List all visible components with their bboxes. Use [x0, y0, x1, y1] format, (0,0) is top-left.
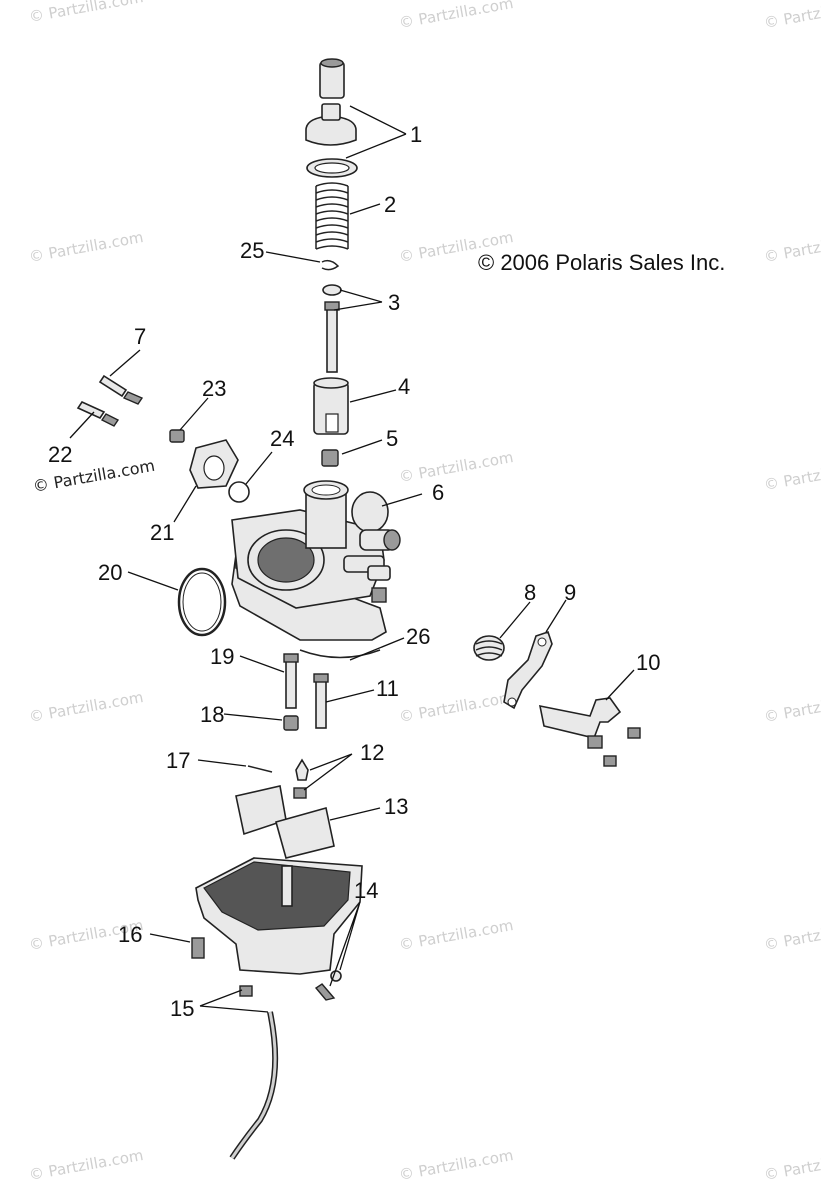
watermark: © Partzilla.com [28, 0, 145, 26]
callout-14: 14 [354, 878, 378, 903]
watermark: © Partzilla.com [398, 1146, 515, 1184]
callout-numbers: 1 2 3 4 5 6 7 8 9 10 11 12 13 14 15 16 1… [48, 122, 660, 1021]
part-9-throttle-lever [503, 630, 553, 710]
part-16-float-bowl [191, 857, 363, 975]
callout-9: 9 [564, 580, 576, 605]
callout-13: 13 [384, 794, 408, 819]
part-13-float [235, 785, 335, 859]
part-22-pilot-screw [76, 400, 120, 427]
watermarks: © Partzilla.com © Partzilla.com © Partzi… [28, 0, 821, 1184]
watermark: © Partzilla.com [398, 688, 515, 726]
watermark: © Partzilla.com [763, 0, 821, 32]
part-15-drain-hose [229, 985, 279, 1160]
watermark: © Partzilla.com [763, 228, 821, 266]
callout-2: 2 [384, 192, 396, 217]
part-14-drain-screw [314, 970, 342, 1001]
part-23-screw [169, 429, 185, 443]
watermark: © Partzilla.com [763, 1146, 821, 1184]
callout-3: 3 [388, 290, 400, 315]
watermark: © Partzilla.com [398, 916, 515, 954]
part-19-screw [283, 653, 299, 709]
part-5-jet [321, 449, 339, 467]
part-18-jet [283, 715, 299, 731]
watermark: © Partzilla.com [28, 688, 145, 726]
callout-12: 12 [360, 740, 384, 765]
callout-20: 20 [98, 560, 122, 585]
watermark: © Partzilla.com [763, 916, 821, 954]
part-10-bracket [538, 697, 641, 767]
part-21-gasket [189, 439, 239, 489]
part-24-o-ring [228, 481, 250, 503]
part-7-air-screw [98, 374, 144, 405]
part-12-needle-valve [293, 758, 309, 799]
watermark: © Partzilla.com [763, 456, 821, 494]
callout-4: 4 [398, 374, 410, 399]
callout-22: 22 [48, 442, 72, 467]
callout-26: 26 [406, 624, 430, 649]
callout-17: 17 [166, 748, 190, 773]
watermark: © Partzilla.com [763, 688, 821, 726]
part-1-cap-assembly [305, 58, 358, 178]
part-4-throttle-slide [313, 377, 349, 435]
callout-16: 16 [118, 922, 142, 947]
watermark: © Partzilla.com [398, 0, 515, 32]
callout-21: 21 [150, 520, 174, 545]
callout-10: 10 [636, 650, 660, 675]
part-6-carburetor-body [231, 480, 401, 641]
callout-1: 1 [410, 122, 422, 147]
callout-18: 18 [200, 702, 224, 727]
callout-15: 15 [170, 996, 194, 1021]
watermark: © Partzilla.com [28, 228, 145, 266]
part-17-pin [247, 765, 273, 773]
copyright-notice: © 2006 Polaris Sales Inc. [478, 250, 725, 275]
part-3-clip-and-needle [322, 284, 342, 373]
callout-7: 7 [134, 324, 146, 349]
callout-24: 24 [270, 426, 294, 451]
callout-25: 25 [240, 238, 264, 263]
callout-8: 8 [524, 580, 536, 605]
leader-lines [69, 105, 635, 1013]
part-25-clip [321, 259, 340, 271]
watermark: © Partzilla.com [398, 448, 515, 486]
part-26-gasket-line [299, 649, 381, 659]
callout-5: 5 [386, 426, 398, 451]
part-8-spring [473, 635, 505, 661]
part-2-spring [315, 182, 349, 250]
callout-11: 11 [376, 676, 399, 701]
watermark: © Partzilla.com [28, 1146, 145, 1184]
part-20-o-ring [177, 567, 227, 637]
callout-6: 6 [432, 480, 444, 505]
callout-23: 23 [202, 376, 226, 401]
callout-19: 19 [210, 644, 234, 669]
part-11-needle-jet [313, 673, 329, 729]
